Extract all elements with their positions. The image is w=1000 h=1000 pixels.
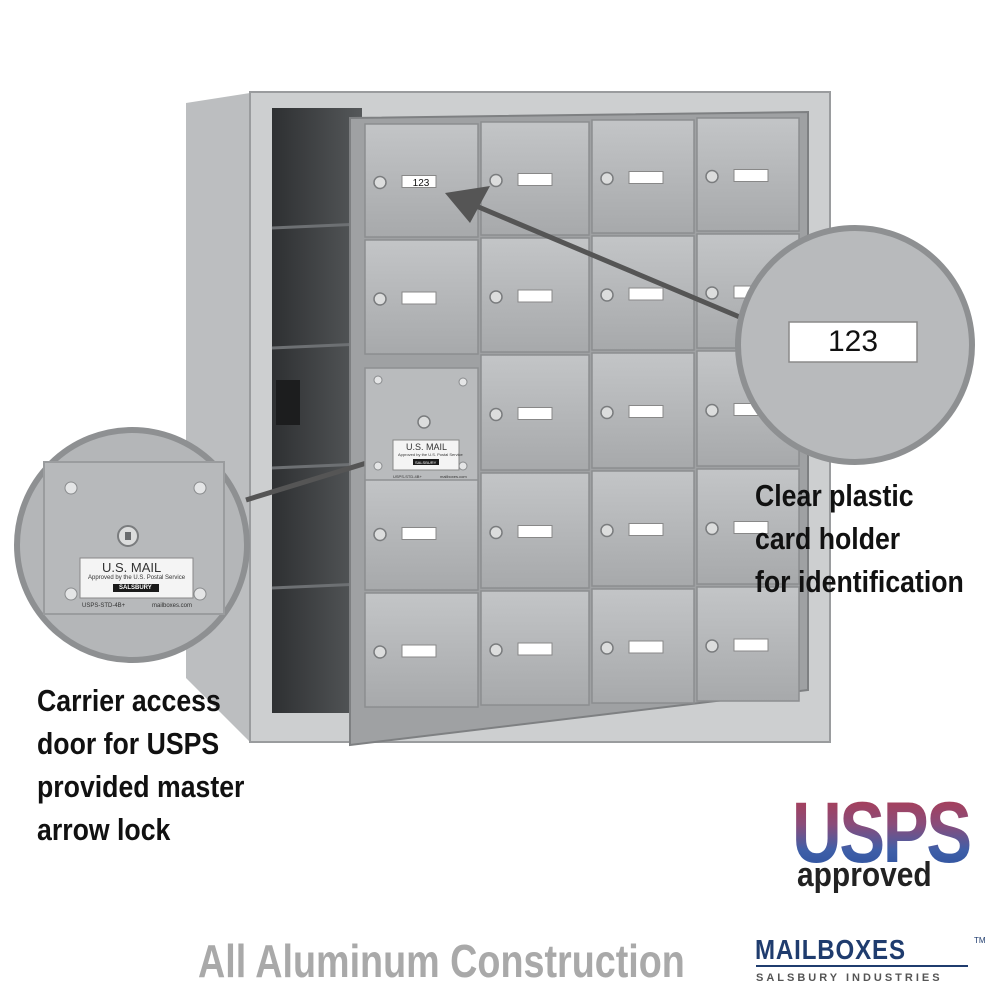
door-lock-icon	[489, 407, 503, 422]
card-holder-callout-line-3: for identification	[755, 564, 964, 599]
zoom-door-screws	[64, 481, 207, 601]
door-card-holder	[517, 407, 553, 420]
door-card-holder	[517, 525, 553, 538]
zoom-plate-model: USPS-STD-4B+	[82, 603, 126, 609]
door-card-holder	[733, 638, 769, 652]
zoom-plate-site: mailboxes.com	[152, 603, 193, 609]
door-lock-icon	[489, 643, 503, 657]
door-lock-icon	[373, 645, 387, 659]
door-lock-icon	[373, 175, 387, 190]
card-holder-callout-line-1: Clear plastic	[755, 478, 914, 513]
door-card-holder	[628, 171, 664, 184]
carrier-door-callout-line-3: provided master	[37, 769, 245, 804]
door-card-holder	[733, 169, 769, 182]
door-card-holder	[401, 527, 437, 540]
box-number-card: 123	[412, 178, 430, 189]
brand-subtitle: SALSBURY INDUSTRIES	[756, 972, 943, 984]
zoom-plate-brand-bar	[113, 584, 159, 592]
cabinet-side-wall	[186, 93, 250, 742]
brand-rule	[756, 965, 968, 967]
door-lock-icon	[600, 171, 614, 186]
construction-tagline: All Aluminum Construction	[198, 935, 685, 987]
door-card-holder	[401, 644, 437, 658]
door-lock-icon	[600, 288, 614, 302]
plate-title: U.S. MAIL	[406, 442, 448, 452]
carrier-door-callout-line-2: door for USPS	[37, 726, 220, 761]
door-card-holder	[628, 405, 664, 418]
door-lock-icon	[489, 173, 503, 188]
carrier-door-callout-line-4: arrow lock	[37, 812, 171, 847]
plate-site: mailboxes.com	[440, 474, 467, 479]
zoom-plate-brand: SALSBURY	[119, 585, 152, 591]
door-lock-icon	[489, 290, 503, 304]
interior-shelves	[271, 222, 363, 590]
door-lock-icon	[600, 523, 614, 538]
usps-logo: USPS	[792, 785, 972, 881]
door-lock-icon	[705, 169, 719, 184]
card-holder-callout-line-2: card holder	[755, 521, 901, 556]
brand-trademark: TM	[974, 936, 986, 945]
door-lock-icon	[373, 527, 387, 542]
zoom-plate-approval: Approved by the U.S. Postal Service	[88, 575, 186, 581]
door-lock-icon	[705, 639, 719, 653]
door-card-holder	[517, 289, 553, 303]
carrier-door-callout: Carrier access door for USPS provided ma…	[37, 679, 244, 851]
door-card-holder	[401, 175, 437, 188]
carrier-door-callout-line-1: Carrier access	[37, 683, 221, 718]
zoom-plate-title: U.S. MAIL	[102, 560, 162, 575]
usps-approved-label: approved	[797, 856, 932, 894]
plate-brand: SALSBURY	[415, 460, 437, 465]
box-number-card-zoom: 123	[827, 325, 879, 358]
door-card-holder	[517, 173, 553, 186]
door-lock-icon	[489, 525, 503, 540]
door-lock-icon	[705, 521, 719, 536]
door-card-holder	[628, 523, 664, 536]
card-holder-zoom-card	[788, 321, 918, 363]
interior-latch	[276, 380, 300, 425]
plate-model: USPS-STD-4B+	[393, 474, 422, 479]
door-lock-icon	[600, 641, 614, 655]
door-card-holder	[628, 287, 664, 301]
brand-logo: MAILBOXES	[755, 934, 906, 965]
door-lock-icon	[705, 286, 719, 300]
door-card-holder	[401, 291, 437, 305]
carrier-lock-icon	[417, 415, 431, 429]
card-holder-callout: Clear plastic card holder for identifica…	[755, 474, 964, 603]
door-card-holder	[628, 640, 664, 654]
door-card-holder	[733, 521, 769, 534]
door-card-holder	[517, 642, 553, 656]
door-lock-icon	[705, 403, 719, 418]
card-holder-callout-line	[461, 197, 743, 321]
plate-approval: Approved by the U.S. Postal Service	[398, 452, 463, 457]
door-lock-icon	[373, 292, 387, 306]
card-holder-arrowhead	[445, 186, 490, 223]
door-lock-icon	[600, 405, 614, 420]
